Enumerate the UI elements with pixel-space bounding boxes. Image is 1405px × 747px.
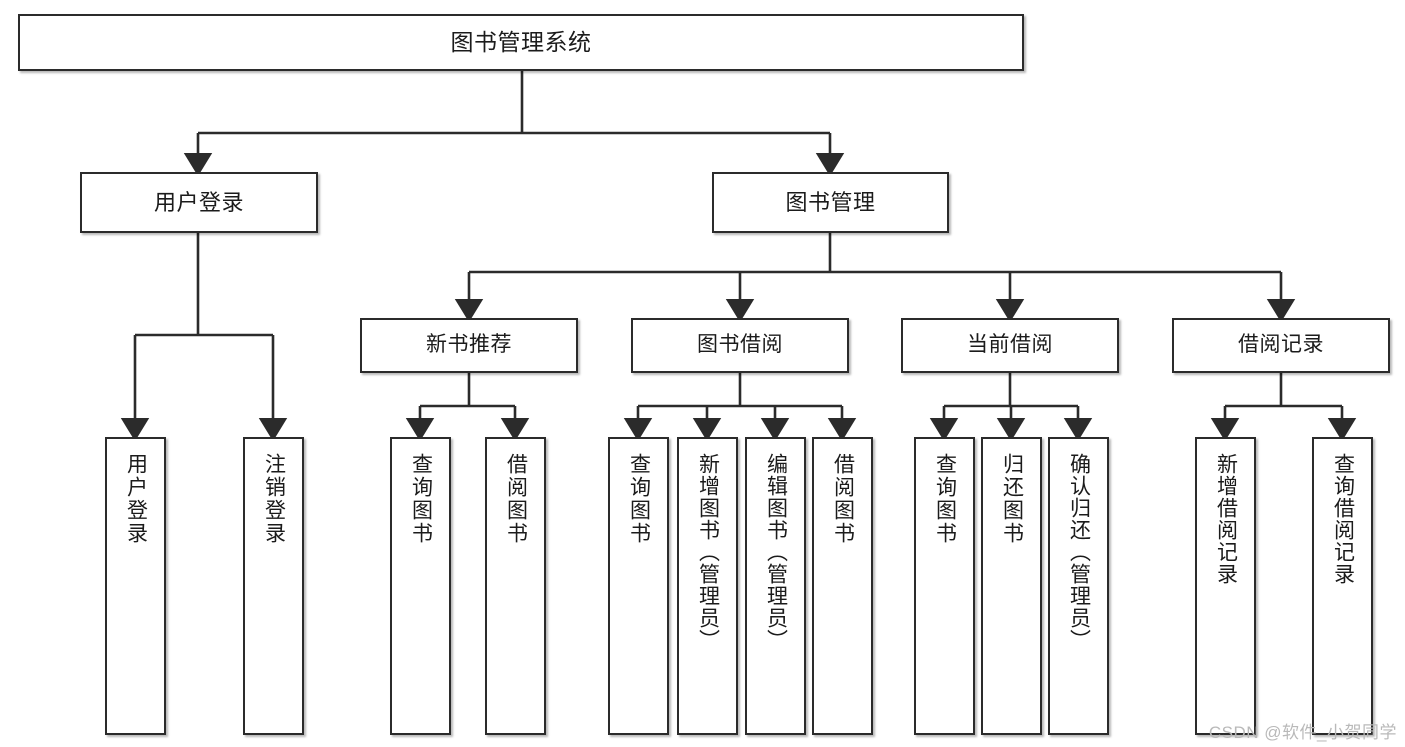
leaf-label: 新增图书（管理员） xyxy=(696,453,720,651)
leaf-label: 编辑图书（管理员） xyxy=(764,453,788,651)
node-root-book-management-system[interactable]: 图书管理系统 xyxy=(18,14,1024,71)
leaf-query-book-recommend[interactable]: 查询图书 xyxy=(390,437,451,735)
leaf-add-borrow-record[interactable]: 新增借阅记录 xyxy=(1195,437,1256,735)
leaf-user-login[interactable]: 用户登录 xyxy=(105,437,166,735)
node-current-borrow[interactable]: 当前借阅 xyxy=(901,318,1119,373)
node-label: 新书推荐 xyxy=(426,333,512,357)
leaf-label: 借阅图书 xyxy=(504,453,528,545)
node-borrow-record[interactable]: 借阅记录 xyxy=(1172,318,1390,373)
leaf-label: 归还图书 xyxy=(1000,453,1024,545)
node-user-login[interactable]: 用户登录 xyxy=(80,172,318,233)
watermark: CSDN @软件_小贺同学 xyxy=(1208,723,1397,742)
leaf-query-book-borrow[interactable]: 查询图书 xyxy=(608,437,669,735)
node-label: 图书管理 xyxy=(785,189,876,215)
leaf-logout[interactable]: 注销登录 xyxy=(243,437,304,735)
leaf-return-book[interactable]: 归还图书 xyxy=(981,437,1042,735)
leaf-edit-book-admin[interactable]: 编辑图书（管理员） xyxy=(745,437,806,735)
node-label: 用户登录 xyxy=(153,189,244,215)
node-label: 当前借阅 xyxy=(967,333,1053,357)
leaf-add-book-admin[interactable]: 新增图书（管理员） xyxy=(677,437,738,735)
node-label: 图书管理系统 xyxy=(450,29,592,56)
node-label: 图书借阅 xyxy=(697,333,783,357)
leaf-lend-book[interactable]: 借阅图书 xyxy=(812,437,873,735)
node-book-management[interactable]: 图书管理 xyxy=(712,172,949,233)
leaf-label: 新增借阅记录 xyxy=(1214,453,1238,585)
leaf-label: 查询图书 xyxy=(933,453,957,545)
leaf-query-book-current[interactable]: 查询图书 xyxy=(914,437,975,735)
node-book-borrow[interactable]: 图书借阅 xyxy=(631,318,849,373)
leaf-label: 查询图书 xyxy=(627,453,651,545)
leaf-label: 确认归还（管理员） xyxy=(1067,453,1091,651)
leaf-query-borrow-record[interactable]: 查询借阅记录 xyxy=(1312,437,1373,735)
leaf-label: 查询图书 xyxy=(409,453,433,545)
node-label: 借阅记录 xyxy=(1238,333,1324,357)
leaf-borrow-book-recommend[interactable]: 借阅图书 xyxy=(485,437,546,735)
leaf-label: 用户登录 xyxy=(124,453,148,545)
node-new-book-recommend[interactable]: 新书推荐 xyxy=(360,318,578,373)
leaf-label: 注销登录 xyxy=(262,453,286,545)
leaf-label: 借阅图书 xyxy=(831,453,855,545)
leaf-label: 查询借阅记录 xyxy=(1331,453,1355,585)
leaf-confirm-return-admin[interactable]: 确认归还（管理员） xyxy=(1048,437,1109,735)
